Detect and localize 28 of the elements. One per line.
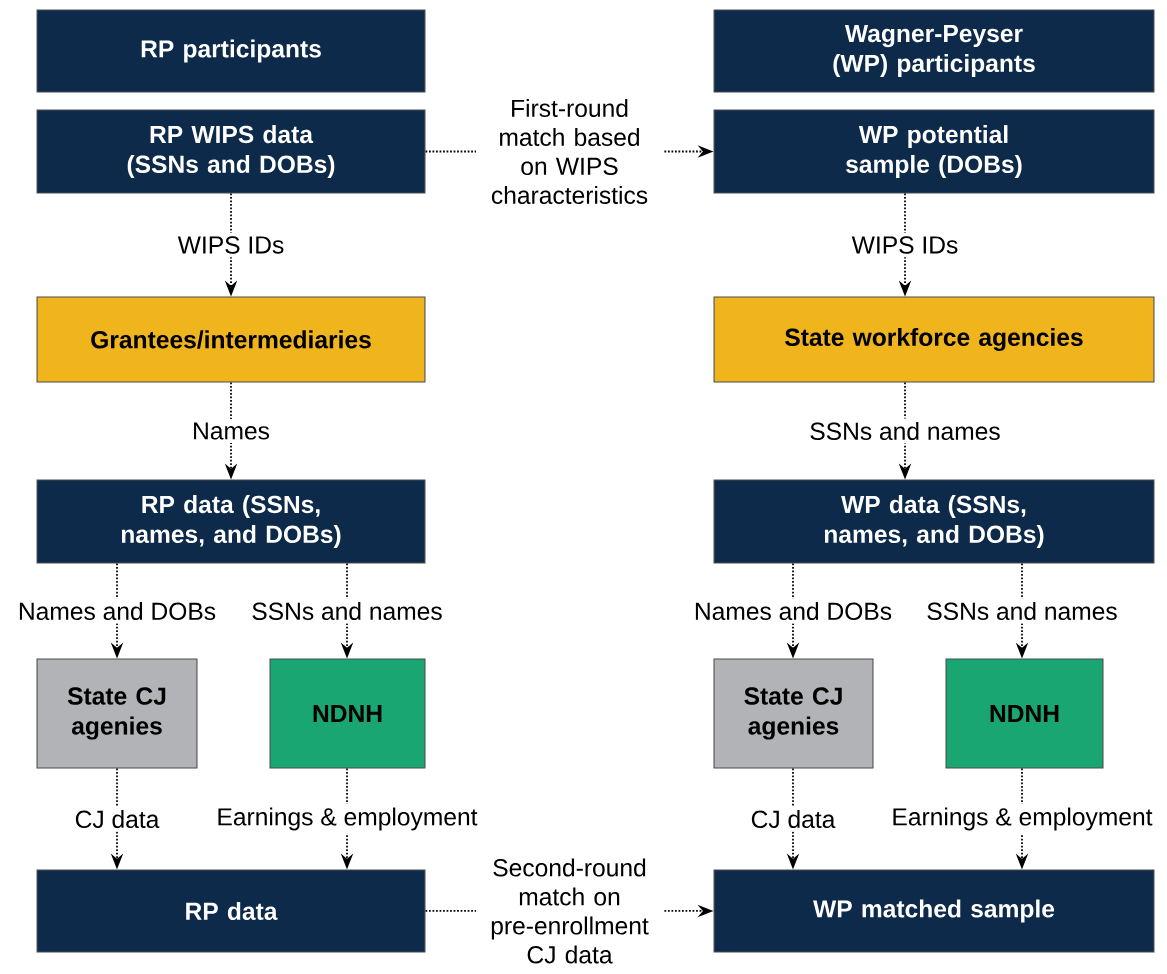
edge-label: SSNs and names	[805, 418, 1005, 444]
group-box: RP participants	[36, 9, 426, 93]
edge-label: SSNs and names	[922, 598, 1122, 624]
edge-label: CJ data	[747, 806, 839, 832]
edge-label: Names and DOBs	[14, 598, 220, 624]
agency-box: State workforce agencies	[713, 296, 1155, 383]
edge-label: SSNs and names	[247, 598, 447, 624]
agency-box: State CJ agenies	[36, 658, 198, 769]
data-box: RP WIPS data (SSNs and DOBs)	[36, 109, 426, 194]
data-box: WP data (SSNs, names, and DOBs)	[713, 479, 1155, 564]
data-box: RP data	[36, 869, 426, 953]
agency-box: NDNH	[269, 658, 426, 769]
edge-label: WIPS IDs	[848, 232, 962, 258]
edge-label: First-round match based on WIPS characteristics	[476, 95, 663, 208]
agency-box: NDNH	[945, 658, 1104, 769]
edge-label: Second-round match on pre-enrollment CJ data	[476, 854, 663, 968]
edge-label: Names	[188, 418, 274, 444]
data-box: RP data (SSNs, names, and DOBs)	[36, 479, 426, 564]
agency-box: State CJ agenies	[713, 658, 874, 769]
edge-label: Earnings & employment	[212, 804, 482, 834]
edge-label: Earnings & employment	[887, 804, 1157, 834]
edge-label: CJ data	[71, 806, 163, 832]
data-box: WP matched sample	[713, 869, 1155, 953]
edge-label: WIPS IDs	[174, 232, 288, 258]
agency-box: Grantees/intermediaries	[36, 296, 426, 383]
edge-label: Names and DOBs	[690, 598, 896, 624]
data-box: WP potential sample (DOBs)	[713, 109, 1155, 194]
group-box: Wagner-Peyser (WP) participants	[713, 9, 1155, 93]
